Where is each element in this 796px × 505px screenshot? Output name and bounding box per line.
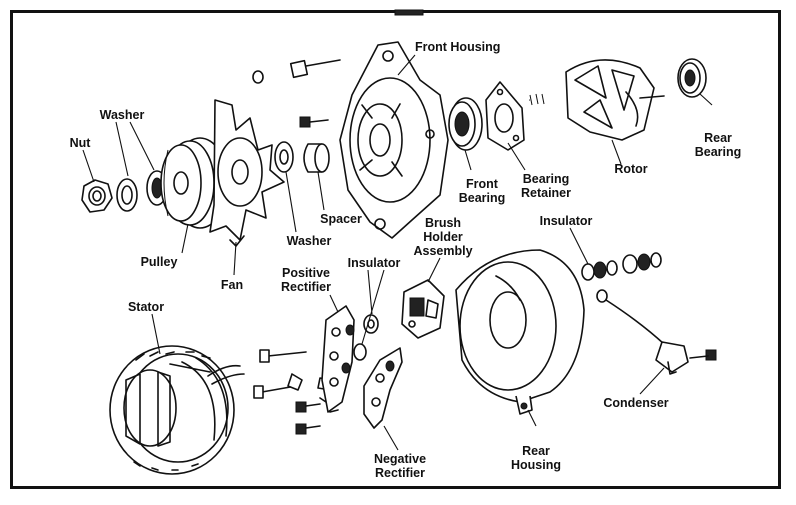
rear-bearing-part bbox=[677, 58, 707, 98]
label-rear-housing: Rear Housing bbox=[511, 444, 561, 472]
label-bearing-retainer: Bearing Retainer bbox=[520, 172, 572, 200]
label-insulator-mid: Insulator bbox=[347, 256, 401, 270]
washer-spacer-parts bbox=[274, 141, 330, 173]
front-bearing-part bbox=[448, 97, 483, 151]
negative-rectifier-part bbox=[363, 347, 403, 429]
label-brush-holder: Brush Holder Assembly bbox=[413, 216, 473, 258]
label-rotor: Rotor bbox=[614, 162, 648, 176]
bearing-retainer-part bbox=[485, 81, 525, 151]
label-fan: Fan bbox=[220, 278, 244, 292]
rear-housing-part bbox=[455, 249, 585, 415]
pulley-part bbox=[160, 137, 229, 229]
label-spacer: Spacer bbox=[320, 212, 362, 226]
through-bolt-top bbox=[252, 59, 341, 84]
label-nut: Nut bbox=[69, 136, 91, 150]
brush-holder-part bbox=[401, 279, 445, 339]
label-rear-bearing: Rear Bearing bbox=[694, 131, 742, 159]
label-front-bearing: Front Bearing bbox=[458, 177, 506, 205]
label-pulley: Pulley bbox=[140, 255, 178, 269]
rotor-part bbox=[529, 59, 665, 141]
label-washer-top: Washer bbox=[99, 108, 145, 122]
positive-rectifier-part bbox=[321, 305, 355, 413]
condenser-part bbox=[596, 289, 717, 375]
label-washer-bottom: Washer bbox=[286, 234, 332, 248]
leader-lines bbox=[82, 54, 713, 451]
stator-part bbox=[109, 345, 245, 475]
label-positive-rectifier: Positive Rectifier bbox=[280, 266, 332, 294]
small-screw-top bbox=[299, 116, 329, 128]
nut-part bbox=[81, 179, 113, 213]
front-housing-part bbox=[339, 41, 449, 239]
label-negative-rectifier: Negative Rectifier bbox=[373, 452, 427, 480]
frame-tab bbox=[394, 9, 424, 16]
label-condenser: Condenser bbox=[603, 396, 669, 410]
label-insulator-right: Insulator bbox=[539, 214, 593, 228]
fan-part bbox=[209, 99, 285, 247]
insulator-right-parts bbox=[581, 252, 662, 281]
bolts-lower bbox=[253, 349, 333, 435]
washer-left-parts bbox=[116, 170, 168, 212]
label-front-housing: Front Housing bbox=[415, 40, 501, 54]
label-stator: Stator bbox=[127, 300, 165, 314]
